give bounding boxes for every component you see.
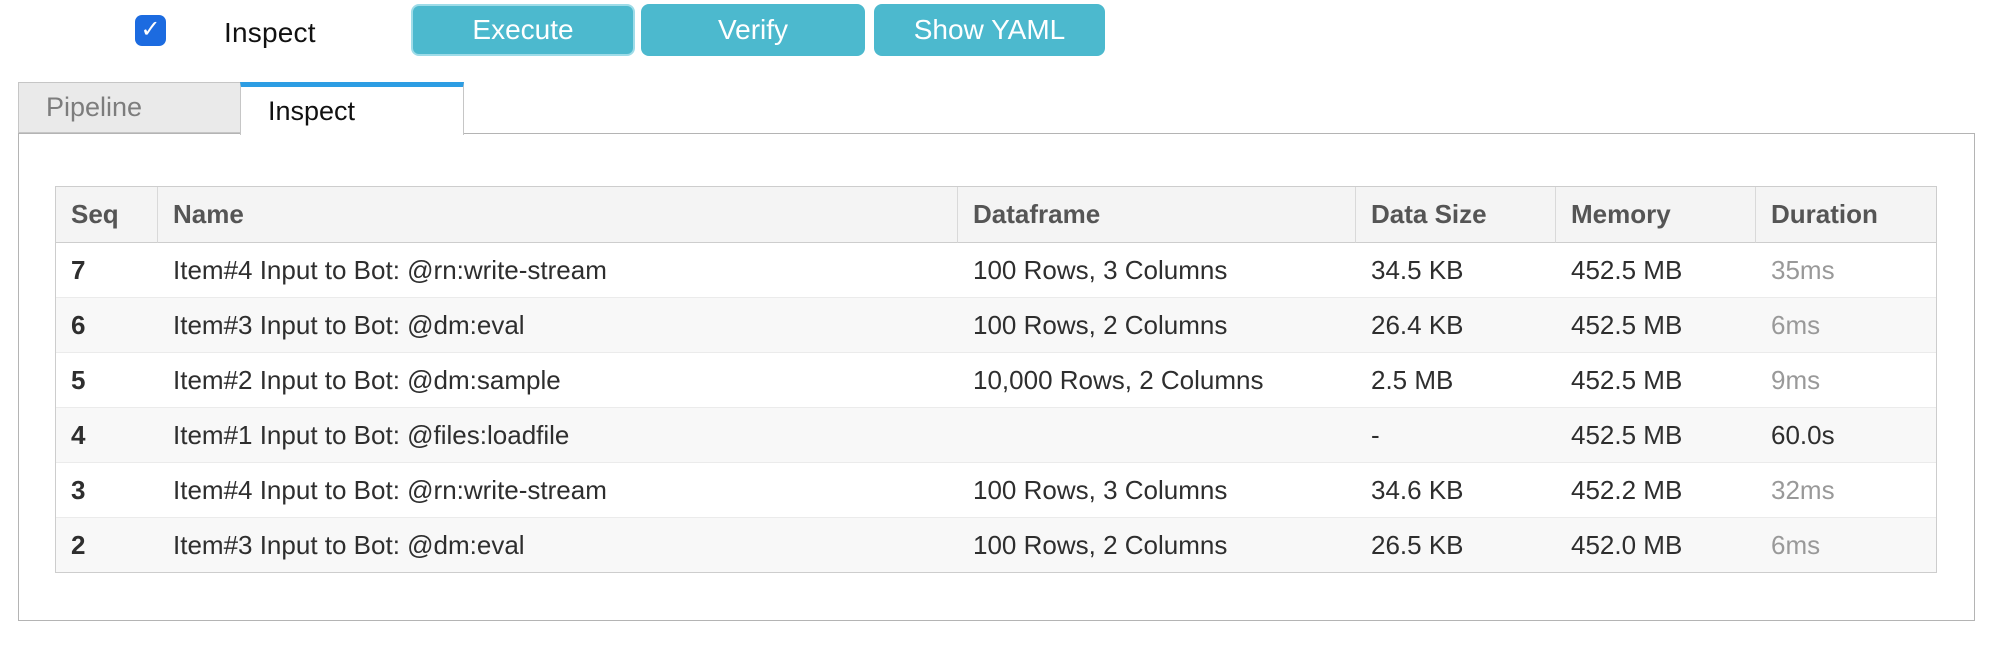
- cell-memory: 452.5 MB: [1556, 353, 1756, 408]
- cell-duration: 6ms: [1771, 529, 1821, 560]
- verify-button[interactable]: Verify: [641, 4, 865, 56]
- cell-duration: 32ms: [1756, 463, 1936, 518]
- cell-data-size: 34.5 KB: [1356, 243, 1556, 298]
- cell-seq: 6: [56, 298, 158, 353]
- cell-seq: 3: [56, 463, 158, 518]
- tab-pipeline[interactable]: Pipeline: [18, 82, 241, 133]
- cell-data-size: 26.4 KB: [1356, 298, 1556, 353]
- cell-data-size: 26.5 KB: [1371, 529, 1464, 560]
- cell-dataframe: 100 Rows, 2 Columns: [958, 298, 1356, 353]
- cell-duration: 35ms: [1756, 243, 1936, 298]
- cell-seq: 4: [56, 408, 158, 463]
- show-yaml-button[interactable]: Show YAML: [874, 4, 1105, 56]
- cell-name: Item#3 Input to Bot: @dm:eval: [158, 298, 958, 353]
- cell-duration: 6ms: [1756, 298, 1936, 353]
- cell-name: Item#4 Input to Bot: @rn:write-stream: [158, 243, 958, 298]
- cell-memory: 452.5 MB: [1556, 408, 1756, 463]
- cell-name: Item#4 Input to Bot: @rn:write-stream: [158, 463, 958, 518]
- inspect-table: Seq Name Dataframe Data Size Memory Dura…: [55, 186, 1937, 573]
- cell-memory: 452.5 MB: [1556, 243, 1756, 298]
- cell-duration: 60.0s: [1756, 408, 1936, 463]
- execute-button[interactable]: Execute: [411, 4, 635, 56]
- table-row: 2 Item#3 Input to Bot: @dm:eval 100 Rows, …: [56, 518, 1936, 572]
- tab-pipeline-label: Pipeline: [46, 92, 143, 122]
- cell-dataframe: 10,000 Rows, 2 Columns: [958, 353, 1356, 408]
- cell-dataframe: 100 Rows, 2 Columns: [973, 529, 1228, 560]
- inspect-checkbox-label: Inspect: [224, 17, 316, 48]
- table-header: Seq Name Dataframe Data Size Memory Dura…: [56, 187, 1936, 243]
- cell-data-size: -: [1356, 408, 1556, 463]
- cell-memory: 452.2 MB: [1556, 463, 1756, 518]
- tab-inspect[interactable]: Inspect: [240, 82, 464, 135]
- cell-data-size: 34.6 KB: [1356, 463, 1556, 518]
- cell-data-size: 2.5 MB: [1356, 353, 1556, 408]
- inspect-checkbox[interactable]: ✓: [135, 15, 166, 46]
- cell-name: Item#2 Input to Bot: @dm:sample: [158, 353, 958, 408]
- column-header-duration: Duration: [1756, 187, 1936, 243]
- cell-name: Item#3 Input to Bot: @dm:eval: [173, 529, 525, 560]
- inspect-panel: Seq Name Dataframe Data Size Memory Dura…: [18, 133, 1975, 621]
- column-header-name: Name: [158, 187, 958, 243]
- cell-duration: 9ms: [1756, 353, 1936, 408]
- cell-seq: 7: [56, 243, 158, 298]
- checkmark-icon: ✓: [140, 15, 161, 43]
- cell-seq: 5: [56, 353, 158, 408]
- cell-memory: 452.5 MB: [1556, 298, 1756, 353]
- column-header-data-size: Data Size: [1356, 187, 1556, 243]
- cell-dataframe: [958, 408, 1356, 463]
- cell-memory: 452.0 MB: [1571, 529, 1683, 560]
- cell-dataframe: 100 Rows, 3 Columns: [958, 463, 1356, 518]
- tab-inspect-label: Inspect: [268, 95, 356, 126]
- column-header-seq: Seq: [56, 187, 158, 243]
- column-header-dataframe: Dataframe: [958, 187, 1356, 243]
- column-header-memory: Memory: [1556, 187, 1756, 243]
- cell-seq: 2: [71, 529, 86, 560]
- toolbar: ✓ Inspect Execute Verify Show YAML: [0, 0, 2010, 70]
- cell-dataframe: 100 Rows, 3 Columns: [958, 243, 1356, 298]
- cell-name: Item#1 Input to Bot: @files:loadfile: [158, 408, 958, 463]
